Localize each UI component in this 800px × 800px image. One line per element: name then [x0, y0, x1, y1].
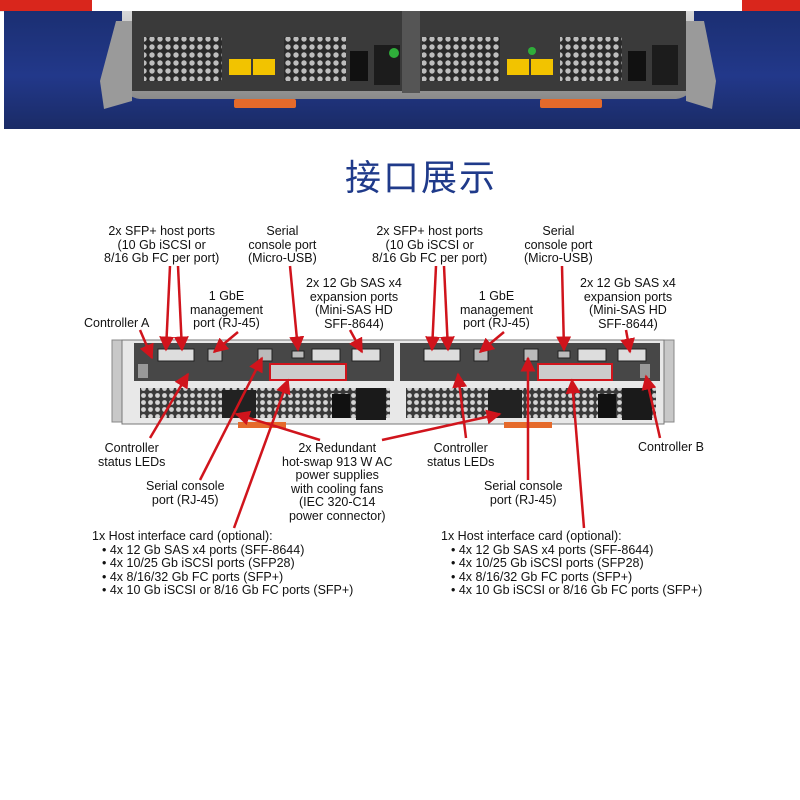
- label-line: 8/16 Gb FC per port): [104, 251, 220, 265]
- hero-banner: [4, 11, 800, 129]
- nav-home-tab[interactable]: [0, 0, 92, 11]
- label-line: hot-swap 913 W AC: [282, 454, 393, 469]
- label-line: Serial: [266, 224, 299, 238]
- label-gbe-mgmt-left: 1 GbE management port (RJ-45): [190, 289, 263, 331]
- hic-item: • 4x 12 Gb SAS x4 ports (SFF-8644): [451, 542, 654, 557]
- label-line: (Mini-SAS HD: [315, 303, 393, 317]
- hic-item: • 4x 10 Gb iSCSI or 8/16 Gb FC ports (SF…: [102, 583, 354, 598]
- label-line: 2x 12 Gb SAS x4: [580, 276, 676, 290]
- label-serial-rj45-right: Serial console port (RJ-45): [484, 479, 563, 507]
- label-line: 1 GbE: [478, 289, 515, 303]
- label-line: Serial console: [146, 479, 225, 493]
- label-serial-usb-left: Serial console port (Micro-USB): [248, 224, 317, 266]
- label-line: power supplies: [295, 468, 379, 482]
- label-line: 1 GbE: [208, 289, 245, 303]
- label-status-leds-left: Controller status LEDs: [98, 441, 166, 469]
- label-line: (IEC 320-C14: [299, 495, 376, 509]
- label-line: Controller: [104, 441, 159, 455]
- label-line: (Micro-USB): [248, 251, 317, 265]
- label-line: management: [460, 302, 533, 317]
- label-line: SFF-8644): [598, 316, 658, 331]
- label-status-leds-right: Controller status LEDs: [427, 441, 495, 469]
- label-sas-expansion-right: 2x 12 Gb SAS x4 expansion ports (Mini-SA…: [580, 276, 676, 331]
- label-line: (10 Gb iSCSI or: [385, 237, 474, 252]
- label-controller-a: Controller A: [84, 316, 150, 330]
- host-interface-card-right: 1x Host interface card (optional): • 4x …: [441, 529, 703, 598]
- label-line: Serial console: [484, 479, 563, 493]
- hic-title: 1x Host interface card (optional):: [441, 529, 622, 543]
- label-serial-rj45-left: Serial console port (RJ-45): [146, 479, 225, 507]
- label-gbe-mgmt-right: 1 GbE management port (RJ-45): [460, 289, 533, 331]
- label-line: (10 Gb iSCSI or: [117, 237, 206, 252]
- label-line: port (RJ-45): [489, 492, 557, 507]
- label-line: 2x SFP+ host ports: [108, 224, 215, 238]
- label-line: management: [190, 302, 263, 317]
- hic-item: • 4x 12 Gb SAS x4 ports (SFF-8644): [102, 542, 305, 557]
- label-line: port (RJ-45): [151, 492, 219, 507]
- label-line: 2x 12 Gb SAS x4: [306, 276, 402, 290]
- label-line: power connector): [288, 508, 386, 523]
- label-line: 2x SFP+ host ports: [376, 224, 483, 238]
- label-line: port (RJ-45): [463, 316, 530, 330]
- label-serial-usb-right: Serial console port (Micro-USB): [524, 224, 593, 266]
- label-line: 8/16 Gb FC per port): [372, 251, 488, 265]
- label-line: status LEDs: [98, 454, 166, 469]
- label-line: console port: [524, 237, 593, 252]
- label-line: expansion ports: [583, 289, 673, 304]
- label-line: (Micro-USB): [524, 251, 593, 265]
- rear-panel-diagram: 2x SFP+ host ports (10 Gb iSCSI or 8/16 …: [0, 215, 800, 615]
- label-line: 2x Redundant: [298, 441, 377, 455]
- label-line: status LEDs: [427, 454, 495, 469]
- label-sfp-host-ports-left: 2x SFP+ host ports (10 Gb iSCSI or 8/16 …: [104, 224, 220, 266]
- page-title: 接口展示: [344, 158, 497, 199]
- hic-item: • 4x 10/25 Gb iSCSI ports (SFP28): [102, 556, 295, 571]
- hic-title: 1x Host interface card (optional):: [92, 529, 273, 543]
- label-line: (Mini-SAS HD: [589, 303, 667, 317]
- host-interface-card-left: 1x Host interface card (optional): • 4x …: [92, 529, 354, 598]
- label-line: SFF-8644): [324, 316, 384, 331]
- label-controller-b: Controller B: [638, 440, 704, 454]
- label-sfp-host-ports-right: 2x SFP+ host ports (10 Gb iSCSI or 8/16 …: [372, 224, 488, 266]
- hic-item: • 4x 10/25 Gb iSCSI ports (SFP28): [451, 556, 644, 571]
- nav-right-button[interactable]: [742, 0, 800, 11]
- hic-item: • 4x 8/16/32 Gb FC ports (SFP+): [102, 569, 284, 584]
- label-line: expansion ports: [309, 289, 399, 304]
- label-line: port (RJ-45): [193, 316, 260, 330]
- hic-item: • 4x 10 Gb iSCSI or 8/16 Gb FC ports (SF…: [451, 583, 703, 598]
- label-line: Serial: [542, 224, 575, 238]
- label-power-supplies: 2x Redundant hot-swap 913 W AC power sup…: [282, 441, 393, 523]
- rear-panel-drawing: [111, 265, 675, 529]
- chassis-photo: [100, 11, 716, 109]
- label-line: with cooling fans: [291, 481, 384, 496]
- hic-item: • 4x 8/16/32 Gb FC ports (SFP+): [451, 569, 633, 584]
- label-sas-expansion-left: 2x 12 Gb SAS x4 expansion ports (Mini-SA…: [306, 276, 402, 331]
- label-line: Controller: [433, 441, 488, 455]
- label-line: console port: [248, 237, 317, 252]
